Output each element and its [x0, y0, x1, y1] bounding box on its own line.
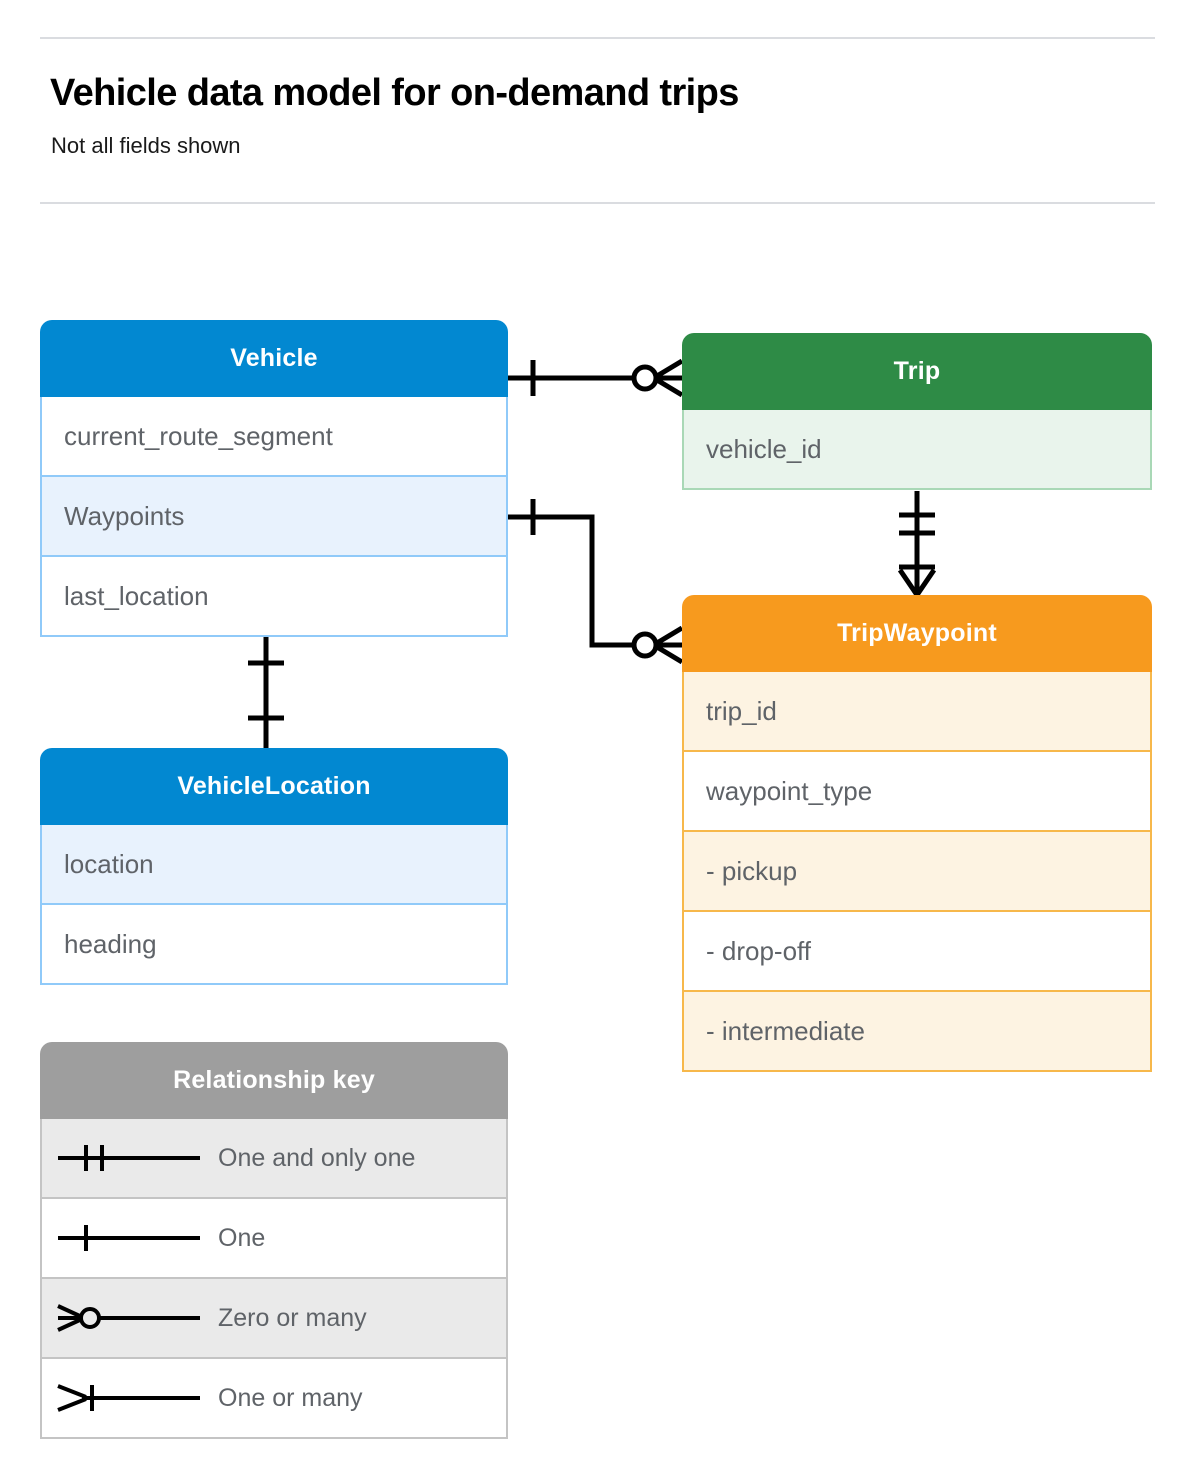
page-title: Vehicle data model for on-demand trips: [50, 72, 739, 114]
legend-label-zero-or-many: Zero or many: [218, 1303, 367, 1332]
entity-vehiclelocation-field-location: location: [40, 825, 508, 905]
entity-tripwaypoint[interactable]: TripWaypoint trip_id waypoint_type - pic…: [682, 595, 1152, 1072]
zero-or-many-icon: [42, 1279, 218, 1357]
entity-vehiclelocation-field-heading: heading: [40, 905, 508, 985]
entity-vehiclelocation-title: VehicleLocation: [40, 748, 508, 825]
header-divider-bottom: [40, 202, 1155, 204]
entity-vehicle-title: Vehicle: [40, 320, 508, 397]
one-icon: [42, 1199, 218, 1277]
legend-title: Relationship key: [40, 1042, 508, 1119]
legend-row-one: One: [40, 1199, 508, 1279]
relationship-key-legend: Relationship key One and only one One: [40, 1042, 508, 1439]
entity-trip-title: Trip: [682, 333, 1152, 410]
entity-vehicle-field-last-location: last_location: [40, 557, 508, 637]
entity-vehicle[interactable]: Vehicle current_route_segment Waypoints …: [40, 320, 508, 637]
entity-tripwaypoint-value-intermediate: - intermediate: [682, 992, 1152, 1072]
entity-trip-field-vehicle-id: vehicle_id: [682, 410, 1152, 490]
page-subtitle: Not all fields shown: [51, 133, 241, 158]
entity-vehicle-field-current-route-segment: current_route_segment: [40, 397, 508, 477]
legend-label-one: One: [218, 1223, 266, 1252]
header-divider-top: [40, 37, 1155, 39]
entity-tripwaypoint-field-waypoint-type: waypoint_type: [682, 752, 1152, 832]
legend-label-one-or-many: One or many: [218, 1383, 363, 1412]
entity-tripwaypoint-value-pickup: - pickup: [682, 832, 1152, 912]
entity-trip[interactable]: Trip vehicle_id: [682, 333, 1152, 490]
entity-tripwaypoint-value-drop-off: - drop-off: [682, 912, 1152, 992]
entity-vehiclelocation[interactable]: VehicleLocation location heading: [40, 748, 508, 985]
legend-label-one-and-only-one: One and only one: [218, 1143, 416, 1172]
legend-row-one-or-many: One or many: [40, 1359, 508, 1439]
entity-tripwaypoint-title: TripWaypoint: [682, 595, 1152, 672]
legend-row-one-and-only-one: One and only one: [40, 1119, 508, 1199]
entity-vehicle-field-waypoints: Waypoints: [40, 477, 508, 557]
entity-tripwaypoint-field-trip-id: trip_id: [682, 672, 1152, 752]
legend-row-zero-or-many: Zero or many: [40, 1279, 508, 1359]
one-and-only-one-icon: [42, 1119, 218, 1197]
one-or-many-icon: [42, 1359, 218, 1437]
